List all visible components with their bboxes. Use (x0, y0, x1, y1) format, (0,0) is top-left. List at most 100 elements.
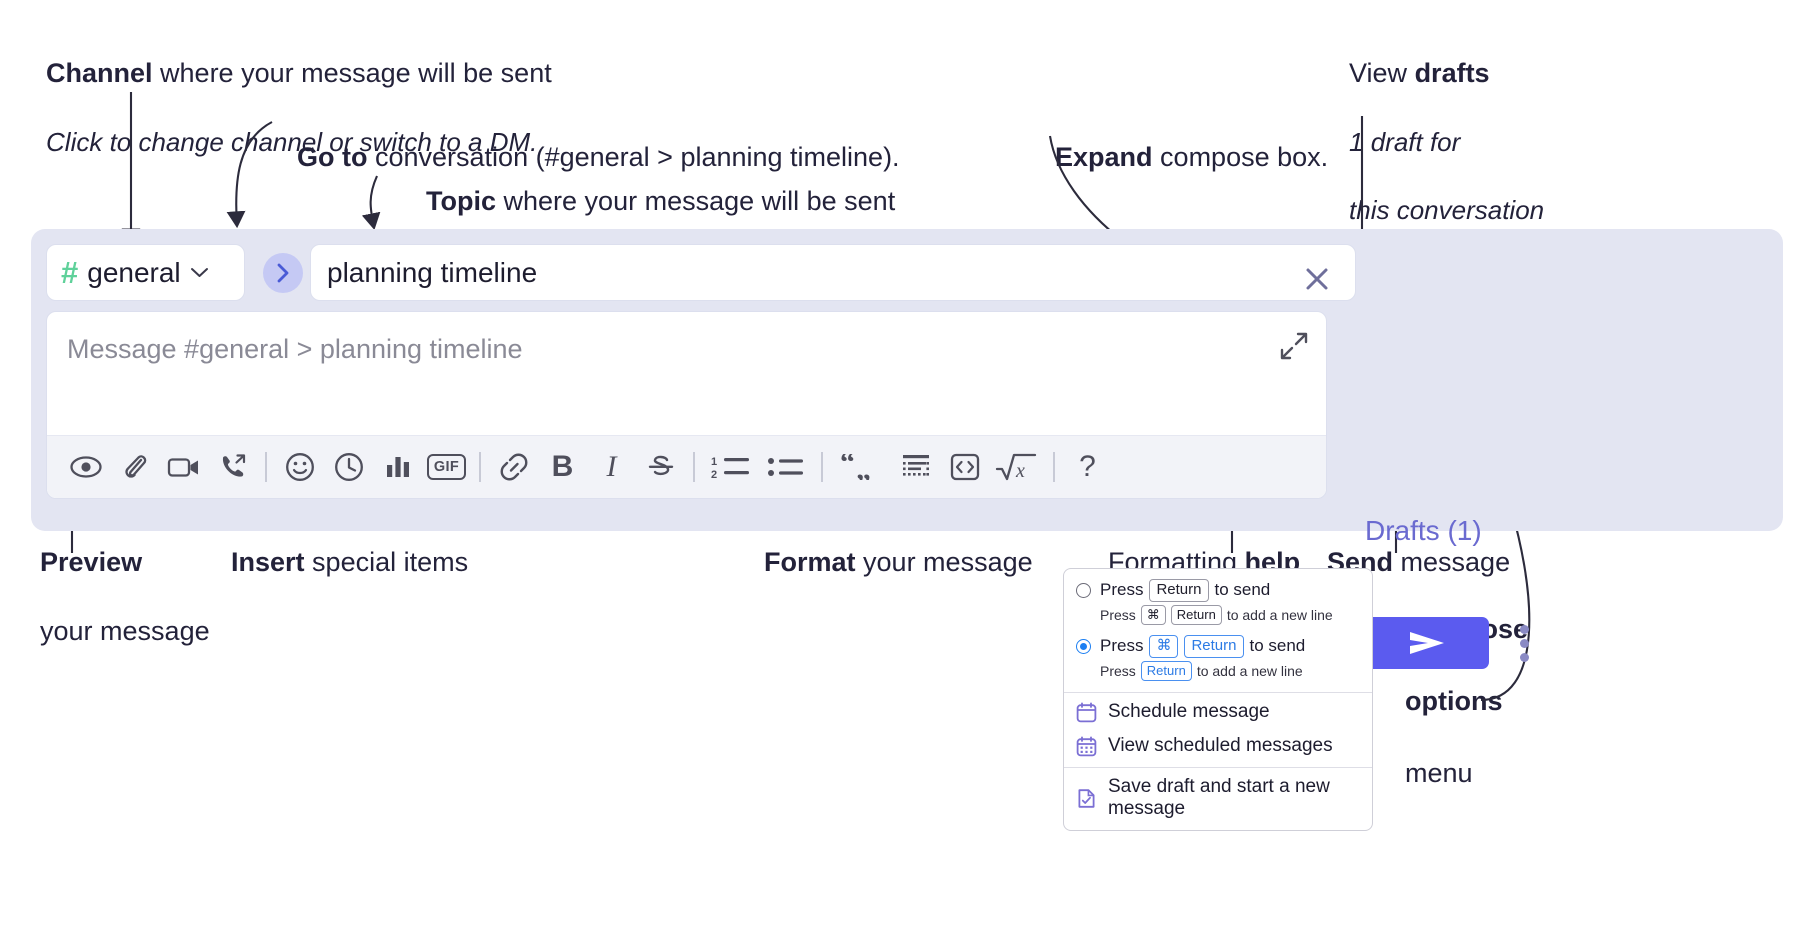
annotation-preview-bold: Preview (40, 547, 143, 578)
calendar-grid-icon (1076, 736, 1097, 756)
compose-box: # general planning timeline Message #gen… (31, 229, 1783, 669)
goto-conversation-button[interactable] (263, 253, 303, 293)
video-icon[interactable] (159, 444, 208, 490)
menu-item-save-draft[interactable]: Save draft and start a new message (1064, 768, 1372, 830)
option-1-post: to send (1214, 580, 1271, 600)
svg-text:„: „ (856, 454, 871, 480)
annotation-topic-rest: where your message will be sent (496, 186, 896, 217)
menu-option-2-hint: Press Return to add a new line (1064, 660, 1372, 685)
menu-item-view-scheduled-messages[interactable]: View scheduled messages (1064, 729, 1372, 763)
emoji-icon[interactable] (275, 444, 324, 490)
annotation-preview-line2: your message (40, 615, 210, 646)
compose-options-menu: Press Return to send Press ⌘ Return to a… (1063, 568, 1373, 831)
annotation-format-rest: your message (855, 547, 1033, 578)
annotation-channel-bold: Channel (46, 58, 153, 89)
key-command: ⌘ (1149, 635, 1179, 658)
clear-topic-icon[interactable] (1301, 263, 1333, 295)
annotation-format-bold: Format (764, 547, 856, 578)
hash-icon: # (61, 255, 79, 290)
calendar-icon (1076, 702, 1097, 722)
annotation-drafts: View drafts 1 draft for this conversatio… (1334, 22, 1544, 228)
menu-divider (1064, 767, 1372, 768)
kebab-dot (1519, 624, 1529, 634)
code-block-icon[interactable] (891, 444, 940, 490)
preview-icon[interactable] (61, 444, 110, 490)
annotation-compose-options-l3: menu (1405, 757, 1473, 788)
annotation-expand-bold: Expand (1055, 142, 1153, 173)
clock-icon[interactable] (324, 444, 373, 490)
annotation-compose-options: Compose options menu (1390, 576, 1528, 791)
option-2-sub-pre: Press (1100, 662, 1136, 679)
menu-option-cmd-return-to-send[interactable]: Press ⌘ Return to send (1064, 633, 1372, 660)
annotation-expand: Expand compose box. (1040, 106, 1328, 175)
help-icon[interactable]: ? (1063, 444, 1112, 490)
toolbar-separator (693, 452, 695, 482)
italic-icon[interactable]: I (587, 444, 636, 490)
expand-icon[interactable] (1279, 331, 1309, 361)
attachment-icon[interactable] (110, 444, 159, 490)
bullet-list-icon[interactable] (759, 444, 813, 490)
message-placeholder: Message #general > planning timeline (67, 334, 523, 364)
svg-text:“: “ (840, 454, 855, 479)
menu-option-return-to-send[interactable]: Press Return to send (1064, 577, 1372, 604)
compose-options-menu-button[interactable] (1511, 619, 1537, 667)
gif-icon[interactable]: GIF (422, 444, 471, 490)
annotation-drafts-prefix: View (1349, 58, 1415, 89)
topic-value: planning timeline (327, 256, 538, 288)
channel-selector[interactable]: # general (46, 244, 245, 301)
topic-input[interactable]: planning timeline (310, 244, 1356, 301)
annotation-topic: Topic where your message will be sent (411, 150, 895, 219)
help-label: ? (1079, 450, 1096, 483)
save-draft-icon (1078, 788, 1095, 808)
kebab-dot (1519, 638, 1529, 648)
channel-name-label: general (87, 256, 181, 288)
compose-header-row: # general planning timeline (46, 244, 1783, 301)
menu-item-label: View scheduled messages (1108, 735, 1333, 756)
gif-label: GIF (426, 454, 467, 480)
math-icon[interactable]: x (989, 444, 1045, 490)
svg-text:1: 1 (711, 456, 717, 468)
radio-unselected-icon[interactable] (1076, 582, 1091, 598)
svg-text:2: 2 (711, 469, 717, 481)
menu-item-schedule-message[interactable]: Schedule message (1064, 693, 1372, 729)
annotation-insert-bold: Insert (231, 547, 305, 578)
key-command: ⌘ (1140, 604, 1166, 625)
kebab-dot (1519, 652, 1529, 662)
bold-icon[interactable]: B (538, 444, 587, 490)
option-2-sub-post: to add a new line (1196, 662, 1303, 679)
menu-option-1-hint: Press ⌘ Return to add a new line (1064, 604, 1372, 629)
key-return: Return (1140, 660, 1192, 681)
annotation-goto-rest: conversation (#general > planning timeli… (367, 142, 900, 173)
message-editor[interactable]: Message #general > planning timeline (46, 311, 1327, 499)
toolbar-separator (1053, 452, 1055, 482)
toolbar-separator (265, 452, 267, 482)
chevron-down-icon (190, 268, 208, 277)
menu-divider (1064, 692, 1372, 693)
annotation-insert-rest: special items (304, 547, 469, 578)
annotation-send-rest: message (1393, 547, 1511, 578)
annotation-insert: Insert special items (216, 511, 468, 580)
italic-label: I (606, 450, 617, 483)
audio-call-icon[interactable] (208, 444, 257, 490)
radio-selected-icon[interactable] (1076, 638, 1091, 654)
option-2-pre: Press (1100, 636, 1144, 656)
annotation-goto: Go to conversation (#general > planning … (282, 106, 900, 175)
annotation-expand-rest: compose box. (1152, 142, 1329, 173)
strikethrough-icon[interactable] (636, 444, 685, 490)
annotation-goto-bold: Go to (297, 142, 368, 173)
poll-icon[interactable] (373, 444, 422, 490)
menu-item-label: Schedule message (1108, 701, 1270, 722)
annotation-topic-bold: Topic (426, 186, 497, 217)
link-icon[interactable] (489, 444, 538, 490)
blockquote-icon[interactable]: “„ (831, 444, 891, 490)
inline-code-icon[interactable] (940, 444, 989, 490)
drafts-link[interactable]: Drafts (1) (1365, 515, 1482, 546)
chevron-right-icon (277, 263, 289, 283)
send-button[interactable] (1365, 617, 1489, 669)
annotation-compose-options-l2: options (1405, 685, 1503, 716)
annotation-channel-rest: where your message will be sent (152, 58, 552, 89)
annotation-preview: Preview your message (25, 511, 210, 648)
option-1-pre: Press (1100, 580, 1144, 600)
annotation-drafts-italic-1: 1 draft for (1349, 126, 1461, 157)
